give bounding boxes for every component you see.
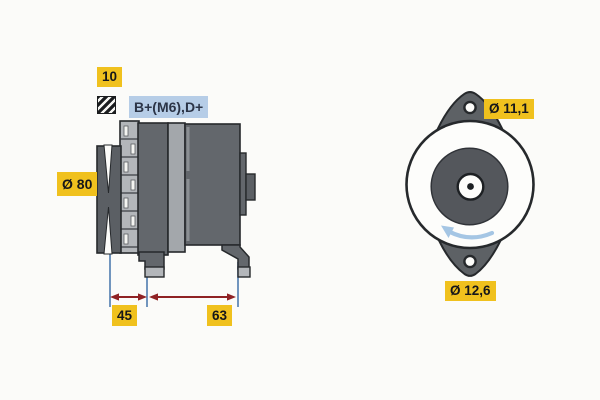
hatched-square-icon [97, 96, 116, 114]
top-hole-diameter-label: Ø 11,1 [484, 99, 534, 119]
terminal-label: B+(M6),D+ [129, 96, 209, 118]
pulley-groove-bottom [103, 206, 113, 255]
fan-slots [123, 125, 136, 245]
dimension-45-label: 45 [112, 305, 138, 326]
rear-view [405, 91, 535, 277]
dimension-arrow-63 [149, 293, 236, 301]
shaft-center-dot [467, 183, 474, 190]
key-width-label: 10 [97, 67, 123, 87]
terminal-stud [245, 173, 256, 201]
pulley-diameter-label: Ø 80 [57, 172, 98, 196]
rear-bracket [184, 123, 256, 246]
front-foot-bushing [144, 266, 165, 278]
rear-foot-bushing [237, 266, 251, 278]
pulley-groove-top [103, 144, 113, 194]
pulley [96, 144, 122, 255]
bottom-hole-diameter-label: Ø 12,6 [445, 281, 496, 301]
fan [119, 120, 140, 254]
stator-band [167, 122, 186, 253]
top-mounting-hole [463, 100, 477, 115]
rear-step [239, 152, 247, 216]
dimension-63-label: 63 [207, 305, 233, 326]
dimension-arrow-45 [110, 293, 147, 301]
bottom-mounting-hole [463, 254, 477, 269]
rotation-ccw-arrow-icon [441, 225, 495, 240]
side-view [96, 120, 256, 307]
front-bracket [137, 122, 169, 256]
rear-mounting-foot [221, 244, 251, 278]
front-mounting-foot [138, 251, 165, 278]
